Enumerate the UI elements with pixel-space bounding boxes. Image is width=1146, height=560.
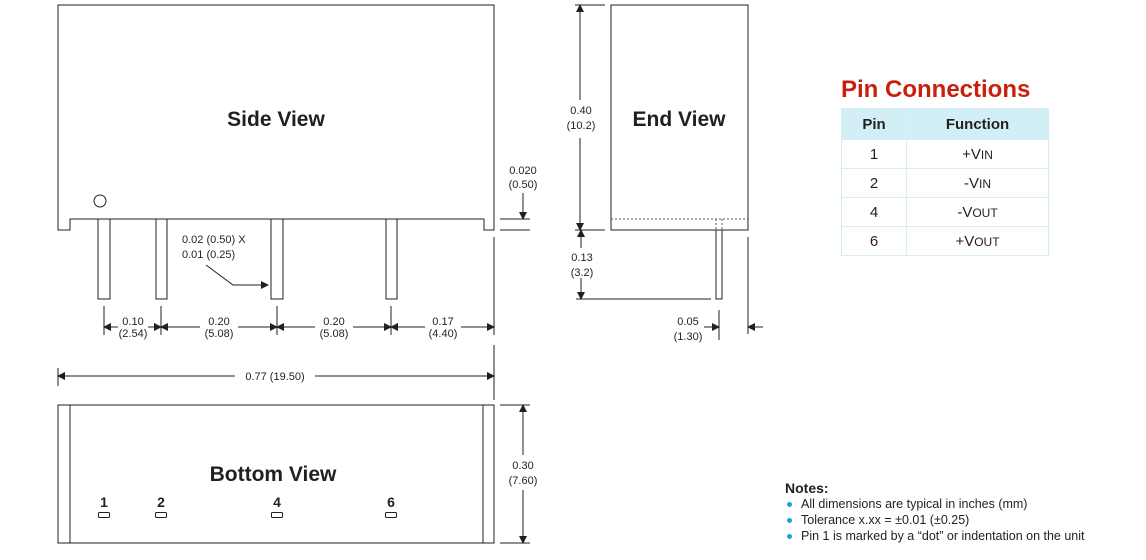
end-view-pin — [715, 229, 723, 300]
spacing-label: 0.17 — [432, 316, 453, 328]
pin-pad — [155, 512, 167, 518]
pin-offset-label: 0.05 — [677, 316, 698, 328]
function-sub: IN — [980, 147, 993, 162]
height-label: 0.40 — [570, 105, 591, 117]
spacing-label: 0.20 — [323, 316, 344, 328]
standoff-dim: 0.020 (0.50) — [500, 165, 538, 231]
pin-length-label: (3.2) — [571, 267, 594, 279]
pin-number: 2 — [157, 494, 165, 510]
spacing-label: (2.54) — [119, 328, 148, 340]
pin-pad — [98, 512, 110, 518]
height-label: (10.2) — [567, 120, 596, 132]
function-cell: -VOUT — [906, 197, 1049, 227]
width-label: (7.60) — [509, 475, 538, 487]
standoff-label: 0.020 — [509, 165, 537, 177]
function-cell: +VOUT — [906, 226, 1049, 256]
note-item: Tolerance x.xx = ±0.01 (±0.25) — [785, 512, 1085, 528]
pin1-dot — [93, 194, 107, 208]
pin-number: 6 — [387, 494, 395, 510]
overall-length-label: 0.77 (19.50) — [245, 371, 304, 383]
header-function: Function — [906, 108, 1049, 140]
side-view-title: Side View — [227, 108, 325, 131]
side-pin-1 — [97, 218, 111, 300]
pin-offset-label: (1.30) — [674, 331, 703, 343]
function-cell: +VIN — [906, 139, 1049, 169]
pin-cell: 6 — [841, 226, 907, 256]
function-sign: -V — [957, 203, 973, 221]
spacing-label: 0.20 — [208, 316, 229, 328]
spacing-label: (4.40) — [429, 328, 458, 340]
pin-connections-title: Pin Connections — [841, 76, 1031, 103]
pin-size-label: 0.02 (0.50) X — [182, 234, 246, 246]
function-sign: +V — [962, 145, 981, 163]
pin-number: 1 — [100, 494, 108, 510]
side-view-body — [57, 4, 495, 231]
function-sub: OUT — [972, 205, 998, 220]
function-sign: -V — [964, 174, 979, 192]
standoff-label: (0.50) — [509, 179, 538, 191]
pin-length-label: 0.13 — [571, 252, 592, 264]
side-pin-2 — [155, 218, 168, 300]
side-pin-6 — [385, 218, 398, 300]
pin-cell: 2 — [841, 168, 907, 198]
table-header-row: Pin Function — [841, 108, 1049, 140]
table-row: 1 +VIN — [841, 139, 1049, 169]
spacing-label: (5.08) — [205, 328, 234, 340]
width-label: 0.30 — [512, 460, 533, 472]
pin-connections-table: Pin Function 1 +VIN 2 -VIN 4 -VOUT 6 +VO… — [841, 108, 1049, 256]
function-cell: -VIN — [906, 168, 1049, 198]
notes-list: All dimensions are typical in inches (mm… — [785, 496, 1085, 544]
note-item: Pin 1 is marked by a “dot” or indentatio… — [785, 528, 1085, 544]
spacing-label: (5.08) — [320, 328, 349, 340]
side-view: Side View 0.02 (0.50) X 0.01 (0.25) 0.10… — [57, 4, 538, 400]
table-row: 2 -VIN — [841, 168, 1049, 198]
overall-length-dim: 0.77 (19.50) — [57, 345, 495, 400]
function-sub: IN — [979, 176, 991, 191]
spacing-label: 0.10 — [122, 316, 143, 328]
notes: Notes: All dimensions are typical in inc… — [785, 480, 1085, 544]
table-row: 4 -VOUT — [841, 197, 1049, 227]
pin-number: 4 — [273, 494, 281, 510]
side-pin-4 — [270, 218, 284, 300]
end-view: End View 0.40 (10.2) 0.13 (3.2) 0.05 (1.… — [567, 4, 763, 343]
pin-size-label: 0.01 (0.25) — [182, 249, 235, 261]
note-item: All dimensions are typical in inches (mm… — [785, 496, 1085, 512]
pin-cell: 1 — [841, 139, 907, 169]
function-sign: +V — [955, 232, 975, 250]
bottom-view-title: Bottom View — [210, 463, 337, 486]
pin-pad — [385, 512, 397, 518]
end-view-title: End View — [633, 108, 727, 131]
pin-spacing-dims: 0.10 (2.54) 0.20 (5.08) 0.20 (5.08) 0.17… — [103, 237, 495, 340]
pin-pad — [271, 512, 283, 518]
table-row: 6 +VOUT — [841, 226, 1049, 256]
function-sub: OUT — [974, 234, 1000, 249]
pin-size-leader — [205, 264, 269, 289]
bottom-view-body — [57, 404, 495, 544]
end-view-body — [610, 4, 749, 231]
pin-cell: 4 — [841, 197, 907, 227]
bottom-view: Bottom View 1 2 4 6 0.30 (7.60) — [57, 404, 538, 544]
notes-title: Notes: — [785, 480, 829, 496]
header-pin: Pin — [841, 108, 907, 140]
